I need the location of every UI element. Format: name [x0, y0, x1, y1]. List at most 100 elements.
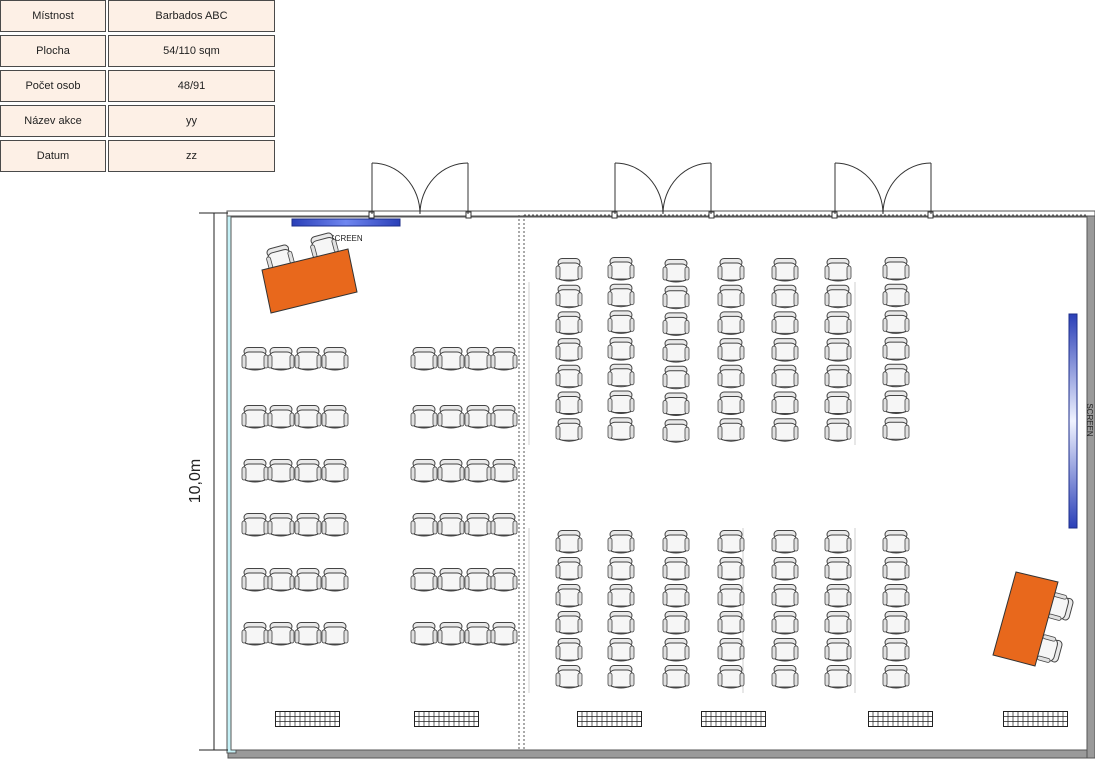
door-left	[368, 162, 472, 219]
chair	[555, 364, 583, 389]
chair	[437, 513, 465, 537]
projection-screen-right	[1068, 313, 1078, 529]
chair	[771, 638, 799, 662]
chair	[771, 284, 799, 309]
chair	[717, 665, 745, 689]
chair	[464, 622, 492, 646]
chair	[771, 418, 799, 442]
chair	[771, 258, 799, 282]
chair	[717, 584, 745, 608]
screen-label-right: SCREEN	[1085, 403, 1094, 437]
chair	[717, 638, 745, 662]
chair	[607, 665, 635, 689]
screen-label-top: SCREEN	[329, 234, 363, 243]
info-label: Počet osob	[0, 70, 106, 102]
chair	[241, 622, 269, 646]
chair	[321, 459, 349, 483]
chair	[771, 611, 799, 635]
chair	[464, 347, 492, 371]
chair	[294, 568, 322, 592]
chair	[607, 584, 635, 608]
chair	[662, 339, 690, 363]
chair	[410, 513, 438, 537]
chair	[555, 258, 583, 282]
chair	[771, 311, 799, 335]
chair	[267, 568, 295, 592]
chair	[555, 284, 583, 309]
chair	[662, 259, 690, 283]
chair	[662, 285, 690, 310]
seating-guide-lines	[528, 282, 856, 693]
chair	[824, 338, 852, 362]
chair	[607, 417, 635, 441]
info-value: zz	[108, 140, 275, 172]
chair	[555, 311, 583, 335]
chair	[321, 405, 349, 429]
chair	[490, 405, 518, 429]
dimension-line	[199, 212, 228, 751]
chair	[294, 513, 322, 537]
info-value: yy	[108, 105, 275, 137]
chair	[771, 530, 799, 554]
presenter-table-top-left	[261, 231, 358, 314]
chair	[771, 584, 799, 608]
chair	[267, 405, 295, 429]
chair	[437, 622, 465, 646]
chair	[410, 347, 438, 371]
chair	[824, 665, 852, 689]
info-label: Plocha	[0, 35, 106, 67]
chair	[717, 364, 745, 389]
info-label: Název akce	[0, 105, 106, 137]
chair	[321, 513, 349, 537]
chair	[437, 405, 465, 429]
chair	[410, 459, 438, 483]
chair	[294, 459, 322, 483]
chair	[882, 337, 910, 361]
chair	[824, 311, 852, 335]
chair	[717, 311, 745, 335]
presenter-table-bottom-right	[992, 571, 1075, 667]
chair	[662, 557, 690, 581]
chair	[662, 392, 690, 416]
door-right	[831, 162, 934, 219]
chair	[607, 363, 635, 388]
chair	[321, 622, 349, 646]
chair	[555, 611, 583, 635]
chair	[410, 622, 438, 646]
chair	[555, 638, 583, 662]
chair	[882, 557, 910, 581]
chair	[662, 611, 690, 635]
chair	[267, 347, 295, 371]
chair	[294, 622, 322, 646]
chair	[555, 418, 583, 442]
chair	[607, 611, 635, 635]
chair	[555, 391, 583, 415]
chair	[410, 568, 438, 592]
chair	[437, 347, 465, 371]
chair	[294, 347, 322, 371]
chair	[464, 405, 492, 429]
chair	[490, 568, 518, 592]
chair	[464, 513, 492, 537]
chair	[824, 557, 852, 581]
chair	[824, 611, 852, 635]
chair	[464, 568, 492, 592]
chair	[241, 568, 269, 592]
chair	[717, 530, 745, 554]
chair	[882, 257, 910, 281]
chair	[555, 338, 583, 362]
chair	[607, 557, 635, 581]
chair	[882, 638, 910, 662]
chair	[607, 638, 635, 662]
chair	[824, 391, 852, 415]
chair	[662, 312, 690, 336]
chair	[717, 258, 745, 282]
chair	[490, 622, 518, 646]
chair	[824, 258, 852, 282]
chair	[607, 283, 635, 308]
chair	[824, 530, 852, 554]
chair	[267, 513, 295, 537]
chair	[662, 638, 690, 662]
chair	[490, 459, 518, 483]
chair	[824, 284, 852, 309]
